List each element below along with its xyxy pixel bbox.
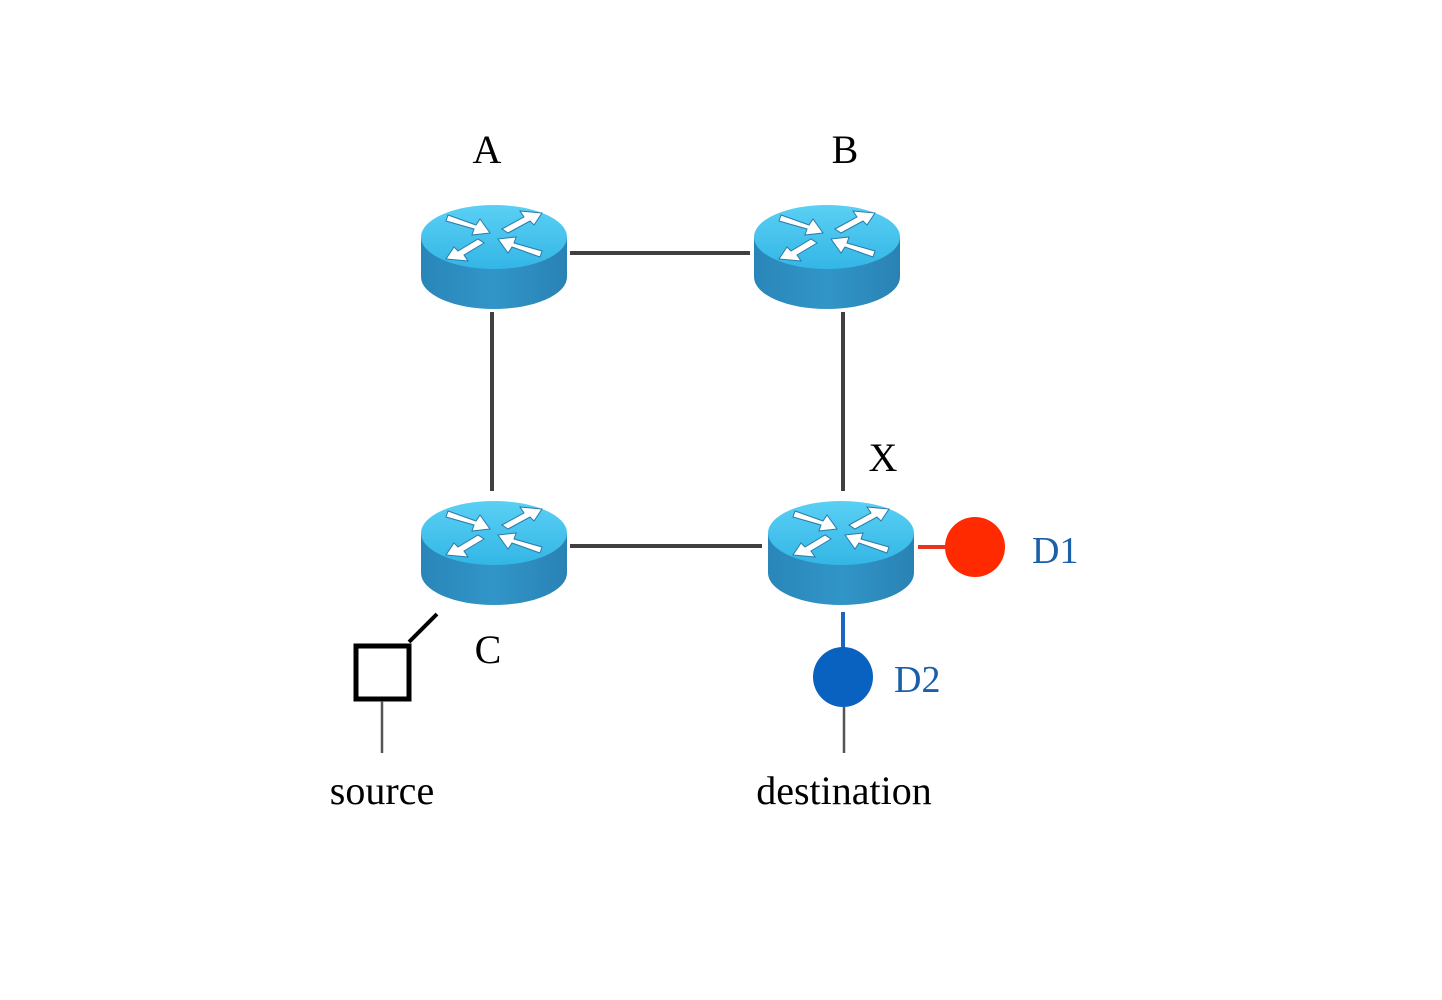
router-x[interactable]	[767, 500, 915, 606]
d2-label: D2	[894, 659, 940, 701]
source-link	[407, 612, 439, 644]
router-label-a: A	[473, 127, 502, 172]
router-label-x: X	[869, 435, 898, 480]
router-icon	[753, 204, 901, 310]
destination-label: destination	[756, 768, 932, 813]
source-host-box[interactable]	[353, 643, 412, 702]
d1-node[interactable]	[945, 517, 1005, 577]
d2-node[interactable]	[813, 647, 873, 707]
router-a[interactable]	[420, 204, 568, 310]
d1-label: D1	[1032, 530, 1078, 572]
router-c[interactable]	[420, 500, 568, 606]
router-label-c: C	[475, 627, 502, 672]
router-label-b: B	[832, 127, 859, 172]
router-icon	[767, 500, 915, 606]
router-b[interactable]	[753, 204, 901, 310]
router-icon	[420, 500, 568, 606]
router-icon	[420, 204, 568, 310]
source-label: source	[330, 768, 434, 813]
